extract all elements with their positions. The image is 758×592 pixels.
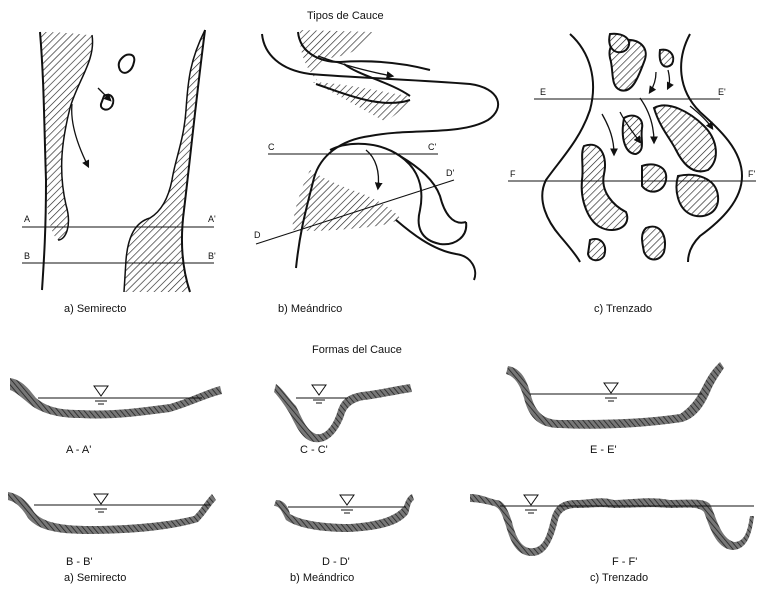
marker-e-prime: E' [718, 87, 726, 97]
section-label-e: E - E' [590, 444, 617, 456]
water-level-icon [340, 495, 354, 505]
water-level-icon [94, 494, 108, 504]
plan-label-semirecto: a) Semirecto [64, 303, 126, 315]
bottom-label-trenzado: c) Trenzado [590, 572, 648, 584]
section-label-b: B - B' [66, 556, 93, 568]
bottom-label-meandrico: b) Meándrico [290, 572, 354, 584]
water-level-icon [604, 383, 618, 393]
plan-trenzado [508, 34, 756, 262]
marker-f: F [510, 169, 516, 179]
section-a-a [10, 378, 222, 419]
section-f-f [470, 494, 754, 556]
water-level-icon [312, 385, 326, 395]
marker-a: A [24, 214, 30, 224]
top-title: Tipos de Cauce [307, 10, 384, 22]
section-label-a: A - A' [66, 444, 91, 456]
section-e-e [506, 362, 724, 429]
marker-c: C [268, 142, 275, 152]
plan-meandrico [256, 30, 498, 280]
marker-d: D [254, 230, 261, 240]
bottom-label-semirecto: a) Semirecto [64, 572, 126, 584]
marker-f-prime: F' [748, 169, 755, 179]
marker-a-prime: A' [208, 214, 216, 224]
marker-e: E [540, 87, 546, 97]
section-c-c [274, 384, 412, 442]
water-level-icon [524, 495, 538, 505]
section-label-f: F - F' [612, 556, 637, 568]
plan-label-trenzado: c) Trenzado [594, 303, 652, 315]
section-label-c: C - C' [300, 444, 328, 456]
section-b-b [8, 492, 216, 534]
plan-label-meandrico: b) Meándrico [278, 303, 342, 315]
water-level-icon [94, 386, 108, 396]
plan-semirecto [22, 30, 214, 292]
section-label-d: D - D' [322, 556, 350, 568]
marker-b: B [24, 251, 30, 261]
marker-d-prime: D' [446, 168, 454, 178]
marker-b-prime: B' [208, 251, 216, 261]
bottom-title: Formas del Cauce [312, 344, 402, 356]
marker-c-prime: C' [428, 142, 436, 152]
